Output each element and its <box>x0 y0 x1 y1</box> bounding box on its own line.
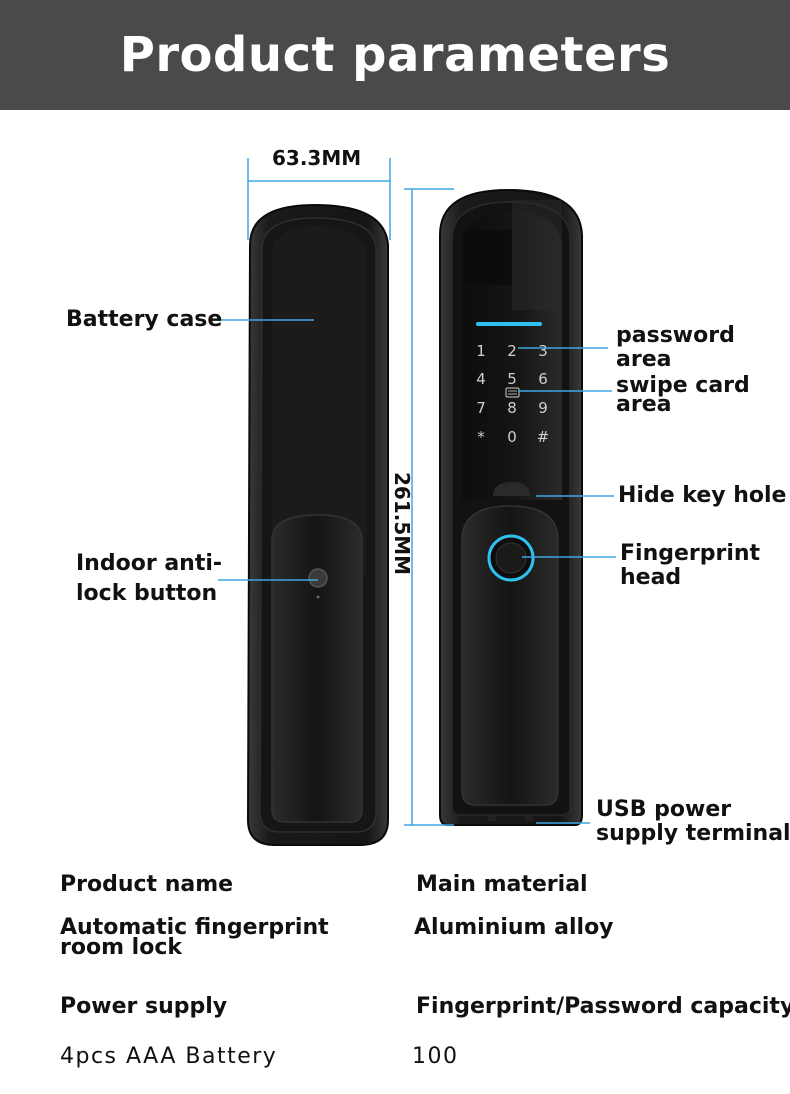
card-reader-icon <box>505 387 520 398</box>
capacity-heading: Fingerprint/Password capacity <box>416 994 790 1019</box>
keypad: 1 2 3 4 5 6 7 8 9 * 0 # <box>476 342 549 446</box>
keypad-key-star: * <box>477 428 485 446</box>
indoor-button-label-line2: lock button <box>76 581 218 606</box>
title-banner: Product parameters <box>0 0 790 110</box>
indoor-lock-body <box>246 203 389 846</box>
main-material-value: Aluminium alloy <box>414 915 614 940</box>
fingerprint-head-label-line2: head <box>620 565 682 590</box>
keypad-key-1: 1 <box>476 342 486 360</box>
product-name-heading: Product name <box>60 872 234 897</box>
keypad-key-9: 9 <box>538 399 548 417</box>
indoor-button-label-line1: Indoor anti- <box>76 551 223 576</box>
keypad-key-0: 0 <box>507 428 517 446</box>
product-name-value-line2: room lock <box>60 935 182 960</box>
keypad-key-6: 6 <box>538 370 548 388</box>
hide-key-hole-label: Hide key hole <box>618 483 787 508</box>
power-supply-value: 4pcs AAA Battery <box>60 1044 278 1069</box>
password-area-label-line2: area <box>616 347 672 372</box>
callout-lines <box>218 319 616 824</box>
spec-table: Product name Main material Automatic fin… <box>0 860 790 1094</box>
swipe-card-label-line1: swipe card <box>616 373 750 398</box>
keypad-key-8: 8 <box>507 399 517 417</box>
keypad-key-4: 4 <box>476 370 486 388</box>
main-material-heading: Main material <box>416 872 588 897</box>
outdoor-lock-body <box>439 188 583 826</box>
dimension-lines <box>247 158 454 826</box>
usb-power-label-line1: USB power <box>596 797 732 822</box>
anti-lock-button <box>308 568 328 588</box>
power-supply-heading: Power supply <box>60 994 228 1019</box>
fingerprint-head-label-line1: Fingerprint <box>620 541 761 566</box>
keypad-key-2: 2 <box>507 342 517 360</box>
swipe-card-label-line2: area <box>616 392 672 417</box>
lock-illustration: 1 2 3 4 5 6 7 8 9 * 0 # <box>218 158 616 846</box>
battery-case-label: Battery case <box>66 307 223 332</box>
product-name-value-line1: Automatic fingerprint <box>60 915 329 940</box>
usb-power-label-line2: supply terminal <box>596 821 790 846</box>
keypad-key-7: 7 <box>476 399 486 417</box>
height-dimension-label: 261.5MM <box>390 472 414 576</box>
keypad-key-5: 5 <box>507 370 517 388</box>
keypad-key-hash: # <box>537 428 550 446</box>
password-area-label-line1: password <box>616 323 735 348</box>
capacity-value: 100 <box>412 1044 459 1069</box>
width-dimension-label: 63.3MM <box>272 146 362 170</box>
keypad-key-3: 3 <box>538 342 548 360</box>
keypad-indicator <box>476 322 542 326</box>
page-title: Product parameters <box>119 27 671 83</box>
